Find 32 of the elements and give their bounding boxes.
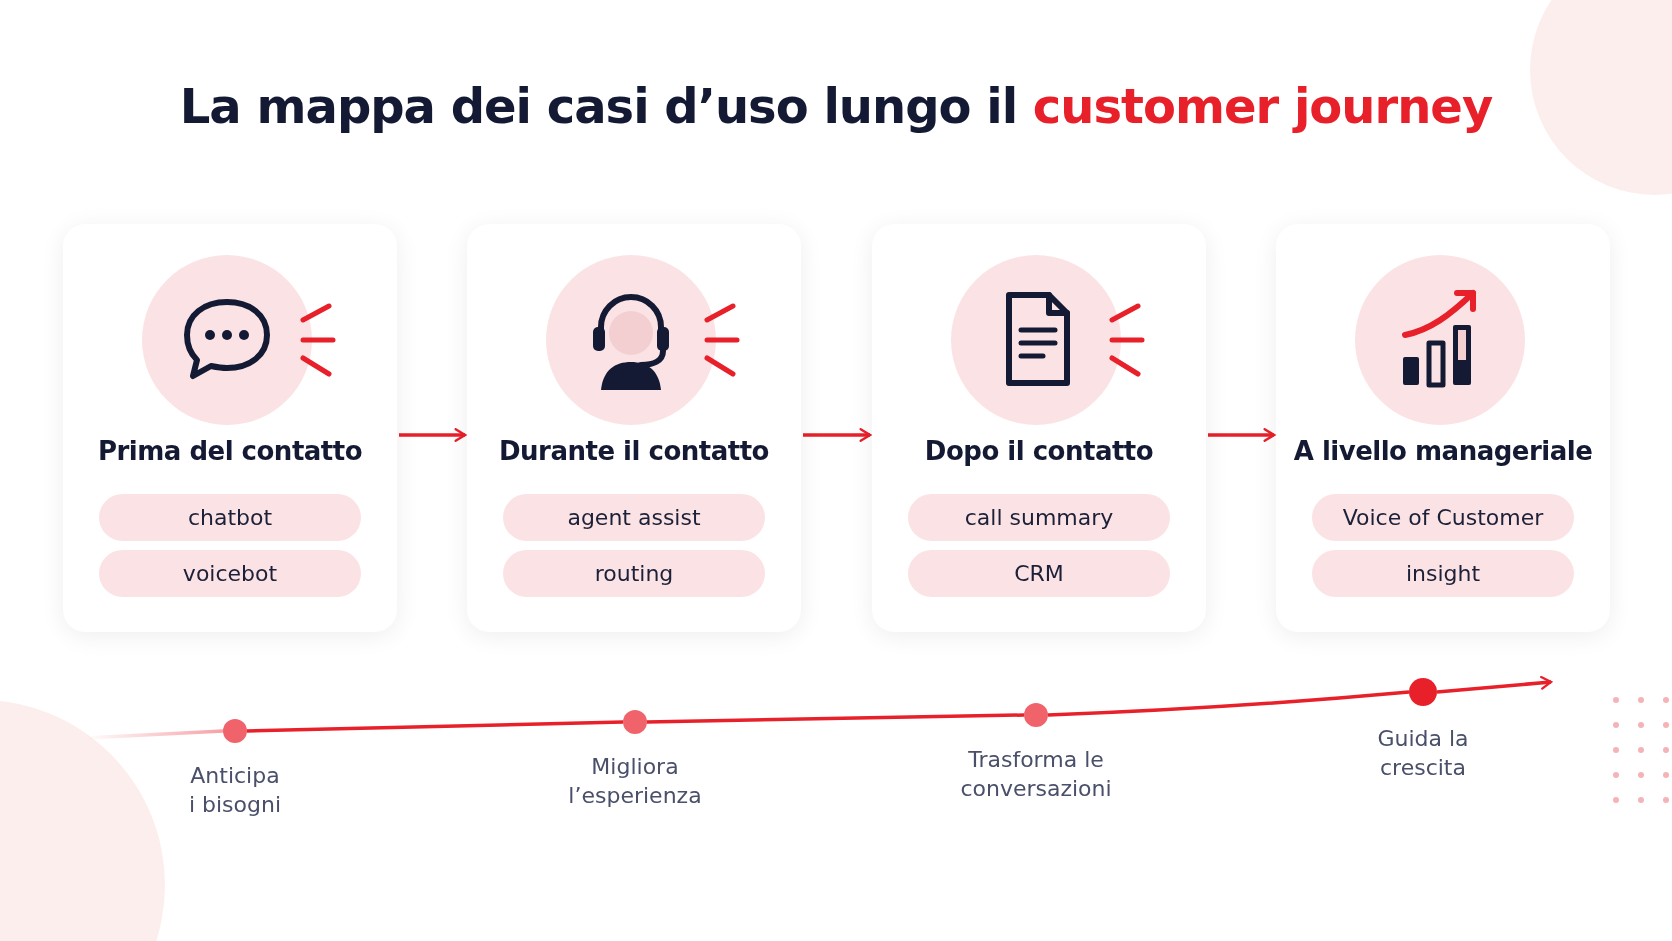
use-case-pill: chatbot (99, 494, 361, 541)
arrow (803, 428, 872, 442)
timeline-dot (1024, 703, 1048, 727)
stage-card (467, 224, 801, 632)
arrow (1208, 428, 1276, 442)
timeline-dot (1409, 678, 1437, 706)
timeline-line (646, 713, 1025, 724)
stage-heading: Durante il contatto (498, 436, 770, 466)
stage-heading: A livello manageriale (1292, 436, 1594, 466)
use-case-pill: CRM (908, 550, 1170, 597)
milestone-caption: Anticipa i bisogni (187, 762, 283, 819)
arrow (399, 428, 467, 442)
milestone-caption: Migliora l’esperienza (567, 753, 703, 810)
milestone-caption: Trasforma le conversazioni (959, 746, 1113, 803)
use-case-pill: Voice of Customer (1312, 494, 1574, 541)
stage-heading: Dopo il contatto (923, 436, 1155, 466)
stage-card (872, 224, 1206, 632)
use-case-pill: call summary (908, 494, 1170, 541)
use-case-pill: routing (503, 550, 765, 597)
use-case-pill: voicebot (99, 550, 361, 597)
timeline-arrow (1436, 675, 1553, 694)
stage-card (63, 224, 397, 632)
stage-card (1276, 224, 1610, 632)
diagram-title: La mappa dei casi d’uso lungo il customer journey (178, 78, 1494, 134)
timeline-line (246, 720, 624, 733)
timeline-line (1047, 690, 1410, 717)
milestone-caption: Guida la crescita (1376, 725, 1470, 782)
stage-heading: Prima del contatto (96, 436, 364, 466)
timeline-dot (623, 710, 647, 734)
timeline-dot (223, 719, 247, 743)
use-case-pill: agent assist (503, 494, 765, 541)
use-case-pill: insight (1312, 550, 1574, 597)
